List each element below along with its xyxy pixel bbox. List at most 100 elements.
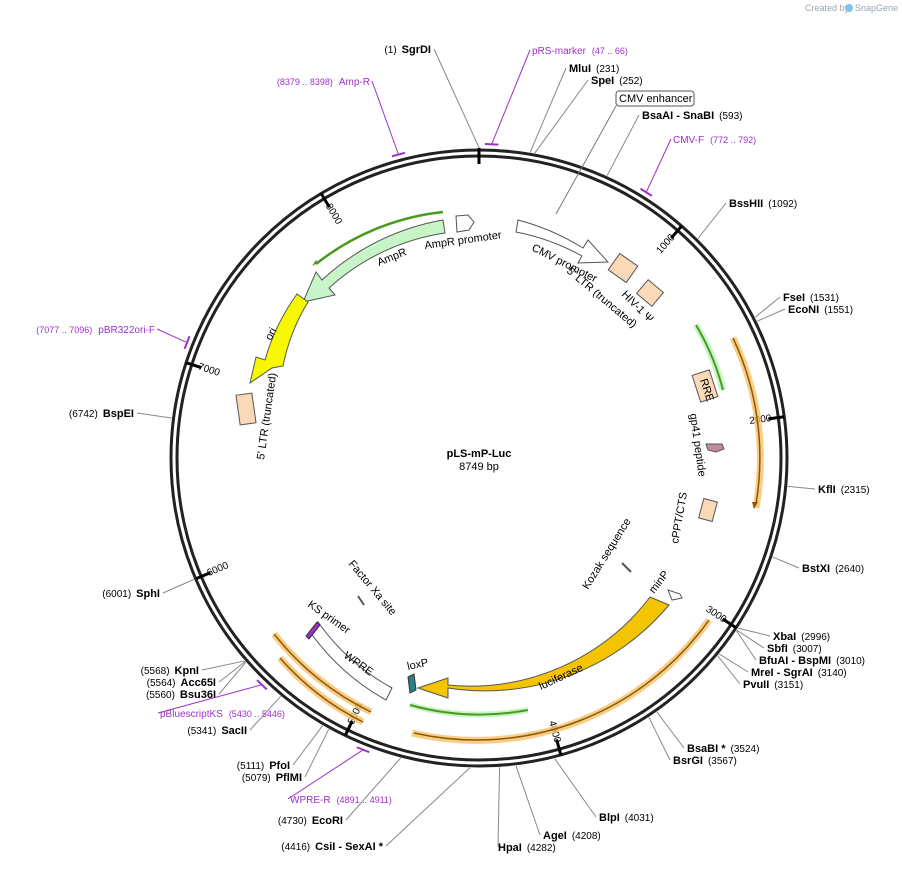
restriction-site-kpni[interactable]: KpnI(5568) [141,660,245,677]
restriction-site-mlui[interactable]: MluI (231) [529,63,619,153]
restriction-site-hpai[interactable]: HpaI(4282) [497,767,556,854]
site-position: (2640) [835,564,864,575]
primer-leader-line [491,49,531,145]
primer-binding-mark [639,187,653,197]
restriction-site-mrei[interactable]: MreI - SgrAI(3140) [718,653,847,679]
site-name: SbfI [767,643,788,655]
primer-leader-line [156,328,188,344]
ori-feature[interactable] [249,293,309,385]
site-name: AgeI [543,830,567,842]
restriction-site-pflmi[interactable]: PflMI(5079) [242,728,330,784]
restriction-site-agei[interactable]: AgeI(4208) [515,765,601,842]
orange-orf-line-bottom [413,619,710,741]
site-position: (4730) [278,816,307,827]
feature-label-loxp: loxP [406,657,429,673]
site-position: (6001) [102,589,131,600]
primer-name: pRS-marker [532,46,587,57]
site-position: (3010) [836,656,865,667]
tick-mark-3000 [721,617,737,629]
restriction-site-bstxi[interactable]: BstXI(2640) [772,556,864,575]
tick-mark-1000 [670,225,683,240]
primer-pbluescriptks[interactable]: pBluescriptKS(5430 .. 5446) [157,679,285,720]
restriction-site-sgrdi[interactable]: SgrDI(1) [384,44,480,149]
restriction-site-sbfi[interactable]: SbfI(3007) [736,629,822,655]
primer-name: pBR322ori-F [98,325,155,336]
ltr-right-feature[interactable] [607,252,639,284]
ks-primer-feature[interactable] [305,621,321,640]
site-leader-line [497,767,501,848]
site-leader-line [736,630,757,661]
site-position: (3140) [818,668,847,679]
restriction-site-bspei[interactable]: BspEI(6742) [69,408,172,420]
restriction-site-bsaai[interactable]: BsaAI - SnaBI (593) [606,110,743,176]
kozak-feature[interactable] [621,562,632,573]
snapgene-credit: Created by SnapGene [805,3,898,13]
restriction-site-xbai[interactable]: XbaI(2996) [738,627,830,643]
restriction-site-bsabi[interactable]: BsaBI *(3524) [656,711,760,755]
tick-mark-4000 [555,739,563,756]
restriction-site-pfoi[interactable]: PfoI(5111) [237,725,323,772]
site-position: (5111) [237,761,264,772]
site-leader-line [772,556,800,569]
loxp-feature[interactable] [407,673,417,694]
primer-leader-line [287,749,364,800]
primer-amp-r[interactable]: Amp-R(8379 .. 8398) [277,77,406,158]
ampr-feature[interactable] [302,219,446,303]
rre-orf-line [695,324,724,391]
cmv-enhancer-box [615,90,695,107]
restriction-site-csii[interactable]: CsiI - SexAI *(4416) [281,767,471,853]
primer-wpre-r[interactable]: WPRE-R(4891 .. 4911) [287,746,392,806]
primer-prs-marker[interactable]: pRS-marker(47 .. 66) [484,46,628,146]
ltr-left-feature[interactable] [235,392,257,426]
restriction-site-spei[interactable]: SpeI(252) [534,75,643,154]
site-name: PvuII [743,679,769,691]
factor-xa-feature[interactable] [357,595,365,606]
restriction-site-pvuii[interactable]: PvuII(3151) [717,655,804,691]
restriction-site-sacii[interactable]: SacII(5341) [187,695,282,737]
site-position: (5079) [242,773,271,784]
site-position: (252) [619,76,642,87]
ampr-promoter-feature[interactable] [455,214,475,233]
primer-pbr322ori-f[interactable]: pBR322ori-F(7077 .. 7096) [36,325,191,350]
credit-prefix: Created by [805,3,850,13]
luciferase-feature[interactable] [416,596,670,699]
restriction-site-fsei[interactable]: FseI(1531) [754,292,839,318]
rre-feature[interactable] [691,369,719,403]
site-leader-line [292,725,323,766]
site-name: BspEI [103,408,134,420]
restriction-site-acc65i[interactable]: Acc65I(5564) [147,661,246,689]
site-position: (593) [719,111,742,122]
site-name: BsaBI * [687,743,726,755]
site-name: BsaAI - SnaBI [642,110,714,122]
cmv-promoter-feature[interactable] [515,219,610,264]
site-name: FseI [783,292,805,304]
restriction-site-bsrgi[interactable]: BsrGI(3567) [648,717,737,767]
tick-mark-6000 [195,571,212,581]
site-position: (231) [596,64,619,75]
primer-leader-line [371,80,399,155]
site-name: EcoRI [312,815,343,827]
site-name: MluI [569,63,591,75]
restriction-site-sphi[interactable]: SphI(6001) [102,579,194,600]
restriction-site-ecori[interactable]: EcoRI (4730) [278,757,402,827]
cppt-feature[interactable] [698,497,718,523]
primer-cmv-f[interactable]: CMV-F(772 .. 792) [639,135,756,197]
minp-feature[interactable] [667,589,683,601]
wpre-feature[interactable] [309,621,393,701]
ampr-orf-line [315,210,444,265]
restriction-site-bfuai[interactable]: BfuAI - BspMI(3010) [736,630,865,667]
gp41-feature[interactable] [705,443,725,453]
restriction-site-layer: SgrDI(1) MluI (231)SpeI(252)BsaAI - SnaBI (… [69,44,870,854]
tick-label-8000: 8000 [323,202,344,227]
site-leader-line [606,114,640,176]
restriction-site-bsu36i[interactable]: Bsu36I(5560) [146,661,247,701]
restriction-site-kfli[interactable]: KflI(2315) [787,484,870,496]
restriction-site-bsshii[interactable]: BssHII(1092) [697,198,797,239]
hiv-psi-feature[interactable] [635,278,665,308]
site-leader-line [529,67,567,153]
restriction-site-blpi[interactable]: BlpI(4031) [554,758,654,824]
restriction-site-econi[interactable]: EcoNI(1551) [756,304,853,322]
primer-range: (8379 .. 8398) [277,77,333,87]
site-leader-line [736,629,765,649]
snapgene-logo-icon [845,4,853,12]
